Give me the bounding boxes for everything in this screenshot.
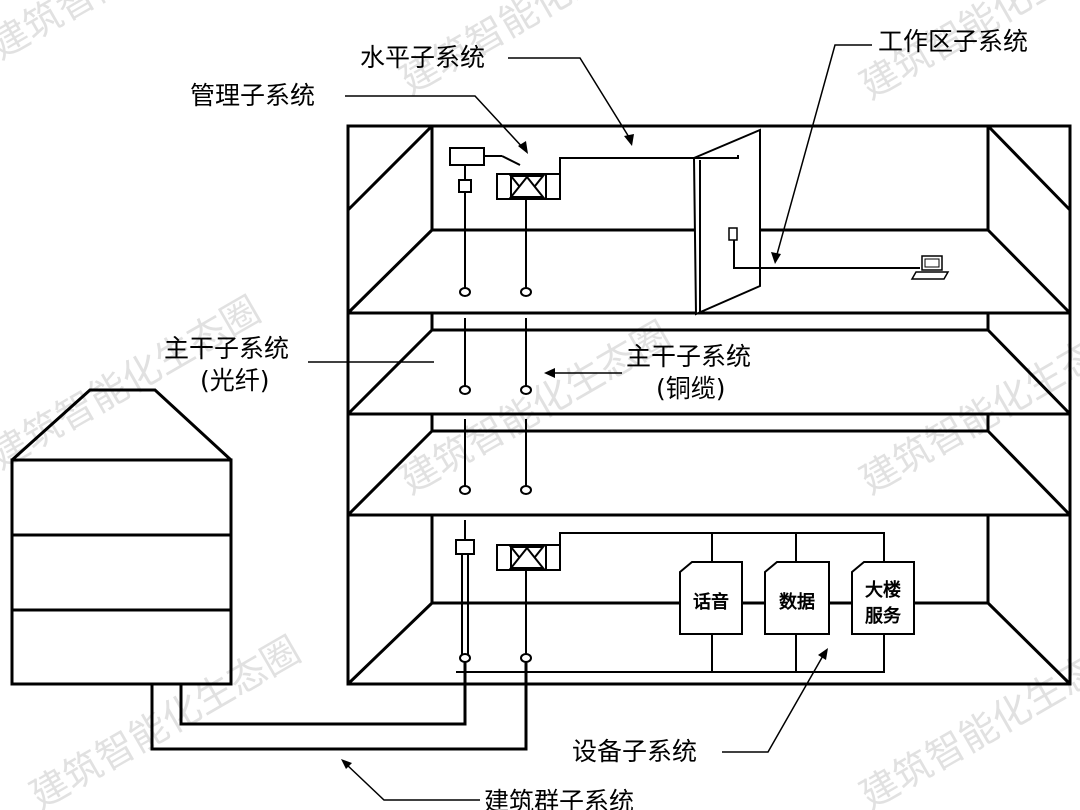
building-outline [346, 124, 1072, 686]
fiber-connector [458, 179, 472, 193]
ground-floor-equipment: 话音 数据 大楼 服务 [455, 520, 915, 673]
equipment-box-label: 大楼 [865, 579, 901, 601]
equipment-box-label: 数据 [779, 591, 815, 613]
label-backbone-copper: 主干子系统 [626, 342, 751, 371]
subsystem-labels: 水平子系统 工作区子系统 管理子系统 主干子系统 (光纤) 主干子系统 (铜缆)… [164, 27, 1028, 810]
equipment-box-label: 服务 [865, 605, 902, 627]
equipment-box-label: 话音 [693, 591, 729, 613]
leader-lines [308, 44, 872, 801]
campus-conduit [150, 662, 528, 751]
copper-patch-panel [496, 173, 561, 200]
computer-terminal-icon [910, 255, 950, 280]
watermark: 建筑智能化生态圈 [0, 0, 268, 68]
equipment-box-voice: 话音 [679, 561, 743, 635]
watermark: 建筑智能化生态圈 [853, 313, 1080, 503]
watermark: 建筑智能化生态圈 [23, 628, 308, 810]
label-campus-subsystem: 建筑群子系统 [484, 787, 634, 810]
equipment-box-building-services: 大楼 服务 [851, 561, 915, 635]
label-work-area-subsystem: 工作区子系统 [878, 27, 1028, 56]
top-floor-equipment [449, 147, 950, 297]
main-building [346, 124, 1072, 686]
label-horizontal-subsystem: 水平子系统 [360, 43, 485, 72]
backbone-risers [459, 318, 532, 495]
label-admin-subsystem: 管理子系统 [190, 81, 315, 110]
floor-3 [346, 313, 1072, 416]
floor-2 [346, 414, 1072, 517]
label-equipment-subsystem: 设备子系统 [572, 737, 697, 766]
secondary-building [10, 388, 233, 686]
label-backbone-fiber-medium: (光纤) [200, 366, 270, 395]
watermark: 建筑智能化生态圈 [853, 628, 1080, 810]
label-backbone-fiber: 主干子系统 [164, 334, 289, 363]
label-backbone-copper-medium: (铜缆) [656, 374, 726, 403]
copper-cross-connect [496, 544, 561, 571]
fiber-panel [449, 147, 485, 166]
equipment-box-data: 数据 [764, 561, 830, 635]
